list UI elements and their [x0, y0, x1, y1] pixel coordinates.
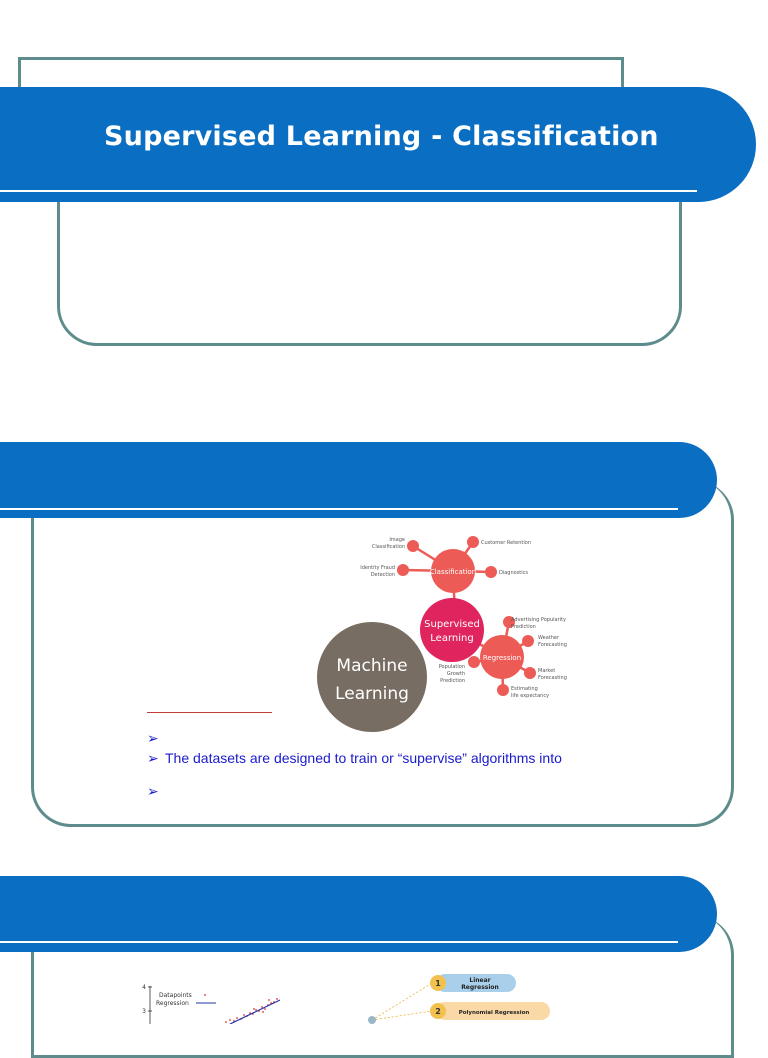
leaf-population-2: Growth [447, 671, 465, 677]
leaf-market-1: Market [538, 668, 555, 674]
supervised-label-line2: Learning [430, 633, 473, 644]
slide-3-banner-underline [0, 941, 678, 943]
leaf-diagnostics: Diagnostics [499, 570, 528, 576]
regression-type-2-number: 2 [435, 1007, 441, 1016]
arrow-bullet-icon: ➢ [147, 750, 159, 766]
leaf-advertising-1: Advertising Popularity [511, 617, 566, 623]
machine-learning-node [317, 622, 427, 732]
machine-learning-label-line2: Learning [335, 684, 409, 704]
y-tick-3: 3 [142, 1008, 146, 1015]
leaf-life-expectancy-2: life expectancy [511, 693, 549, 699]
regression-line [229, 999, 281, 1024]
leaf-image-classification-2: Classification [372, 544, 405, 550]
red-underline-divider [147, 712, 272, 713]
slide-1-banner-underline [0, 190, 697, 192]
regression-scatter-plot: 4 3 Datapoints Regression [142, 984, 281, 1024]
regression-type-2-badge [430, 1003, 446, 1019]
leaf-identity-fraud-2: Detection [371, 572, 395, 578]
slide-1-title: Supervised Learning - Classification [104, 121, 659, 152]
classification-label: Classification [430, 568, 476, 576]
slide-1-content-box [57, 196, 682, 346]
classification-node [431, 549, 475, 593]
slide-1-title-banner [0, 87, 756, 202]
slide-2-title-banner [0, 442, 717, 518]
leaf-advertising-2: Prediction [511, 624, 536, 630]
regression-type-1-badge [430, 975, 446, 991]
regression-label: Regression [483, 654, 521, 662]
legend-regression: Regression [156, 1000, 189, 1007]
legend-datapoints: Datapoints [159, 992, 192, 999]
supervised-label-line1: Supervised [424, 619, 480, 630]
regression-type-1-number: 1 [435, 979, 441, 988]
leaf-customer-retention: Customer Retention [481, 540, 531, 546]
legend-datapoint-marker [204, 994, 206, 996]
leaf-population-3: Prediction [440, 678, 465, 684]
leaf-image-classification-1: Image [389, 537, 405, 543]
slide-3-title-banner [0, 876, 717, 952]
regression-type-2-label-1: Polynomial Regression [459, 1010, 530, 1016]
leaf-population-1: Population [439, 664, 465, 670]
bullet-item-3: ➢ [147, 783, 165, 800]
machine-learning-diagram: Classification Regression Supervised Lea… [317, 536, 567, 732]
datapoints [225, 998, 278, 1023]
machine-learning-label-line1: Machine [336, 656, 407, 676]
y-tick-4: 4 [142, 984, 146, 991]
regression-type-2-pill [436, 1002, 550, 1020]
supervised-learning-node [420, 598, 484, 662]
regression-type-1-pill [436, 974, 516, 992]
arrow-bullet-icon: ➢ [147, 783, 159, 799]
regression-types-diagram: 1 Linear Regression 2 Polynomial Regress… [368, 974, 550, 1024]
leaf-weather-1: Weather [538, 635, 560, 641]
bullet-item-1: ➢ [147, 730, 165, 747]
bullet-item-2: ➢ The datasets are designed to train or “… [147, 750, 562, 767]
slide-1-frame [18, 57, 624, 92]
leaf-identity-fraud-1: Identity Fraud [360, 565, 395, 571]
slide-2-banner-underline [0, 508, 678, 510]
bullet-text: The datasets are designed to train or “s… [165, 750, 562, 766]
arrow-bullet-icon: ➢ [147, 730, 159, 746]
leaf-life-expectancy-1: Estimating [511, 686, 538, 692]
regression-type-1-label-2: Regression [461, 984, 499, 991]
regression-node [480, 635, 524, 679]
leaf-market-2: Forecasting [538, 675, 567, 681]
leaf-weather-2: Forecasting [538, 642, 567, 648]
regression-type-1-label-1: Linear [469, 977, 490, 984]
